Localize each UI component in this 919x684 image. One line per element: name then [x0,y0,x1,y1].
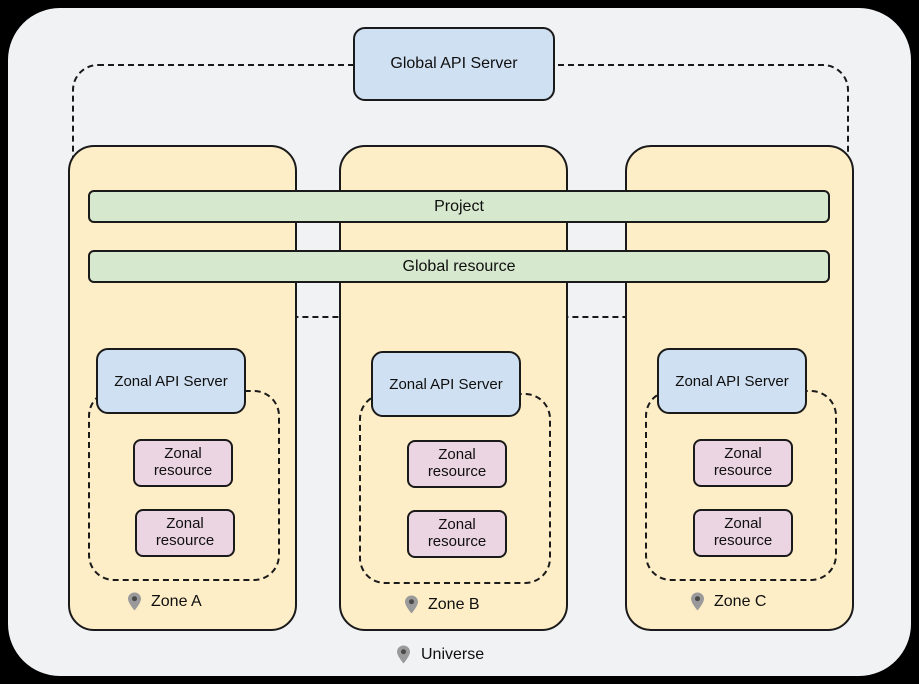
zonal-resource-c-1[interactable]: Zonal resource [693,439,793,487]
map-pin-icon [127,592,142,611]
zone-label-text: Zone A [151,592,202,610]
global-bar-project[interactable]: Project [88,190,830,223]
zone-label-a: Zone A [127,592,202,611]
zonal-api-server-label: Zonal API Server [114,372,228,390]
map-pin-icon [396,645,411,664]
zonal-resource-line1: Zonal [166,515,204,533]
zonal-resource-c-2[interactable]: Zonal resource [693,509,793,557]
zonal-resource-line2: resource [427,533,487,550]
global-bar-global-resource[interactable]: Global resource [88,250,830,283]
zonal-resource-line1: Zonal [164,445,202,463]
zonal-resource-line1: Zonal [724,445,762,463]
map-pin-icon [690,592,705,611]
zonal-api-server-c[interactable]: Zonal API Server [657,348,807,414]
zonal-resource-line2: resource [427,463,487,480]
zonal-resource-b-2[interactable]: Zonal resource [407,510,507,558]
global-api-server[interactable]: Global API Server [353,27,555,101]
universe-label: Universe [396,645,484,664]
zonal-resource-line1: Zonal [724,515,762,533]
zonal-api-server-label: Zonal API Server [675,372,789,390]
zonal-resource-line2: resource [153,462,213,479]
zonal-api-server-label: Zonal API Server [389,375,503,393]
global-bar-label: Global resource [402,257,516,275]
global-bar-label: Project [434,197,484,215]
zonal-resource-line2: resource [713,462,773,479]
zonal-resource-line2: resource [713,532,773,549]
zone-label-b: Zone B [404,595,480,614]
zonal-resource-a-2[interactable]: Zonal resource [135,509,235,557]
zonal-api-server-a[interactable]: Zonal API Server [96,348,246,414]
zonal-resource-a-1[interactable]: Zonal resource [133,439,233,487]
zone-container-b[interactable]: Zonal API Server Zonal resource Zonal re… [339,145,568,631]
zonal-resource-line1: Zonal [438,446,476,464]
zonal-resource-line1: Zonal [438,516,476,534]
zone-label-text: Zone C [714,592,767,610]
global-api-server-label: Global API Server [390,55,518,72]
zonal-resource-line2: resource [155,532,215,549]
zonal-api-server-b[interactable]: Zonal API Server [371,351,521,417]
zone-label-c: Zone C [690,592,766,611]
universe-label-text: Universe [421,645,485,663]
map-pin-icon [404,595,419,614]
zone-container-c[interactable]: Zonal API Server Zonal resource Zonal re… [625,145,854,631]
zone-label-text: Zone B [428,595,480,613]
zone-container-a[interactable]: Zonal API Server Zonal resource Zonal re… [68,145,297,631]
zonal-resource-b-1[interactable]: Zonal resource [407,440,507,488]
